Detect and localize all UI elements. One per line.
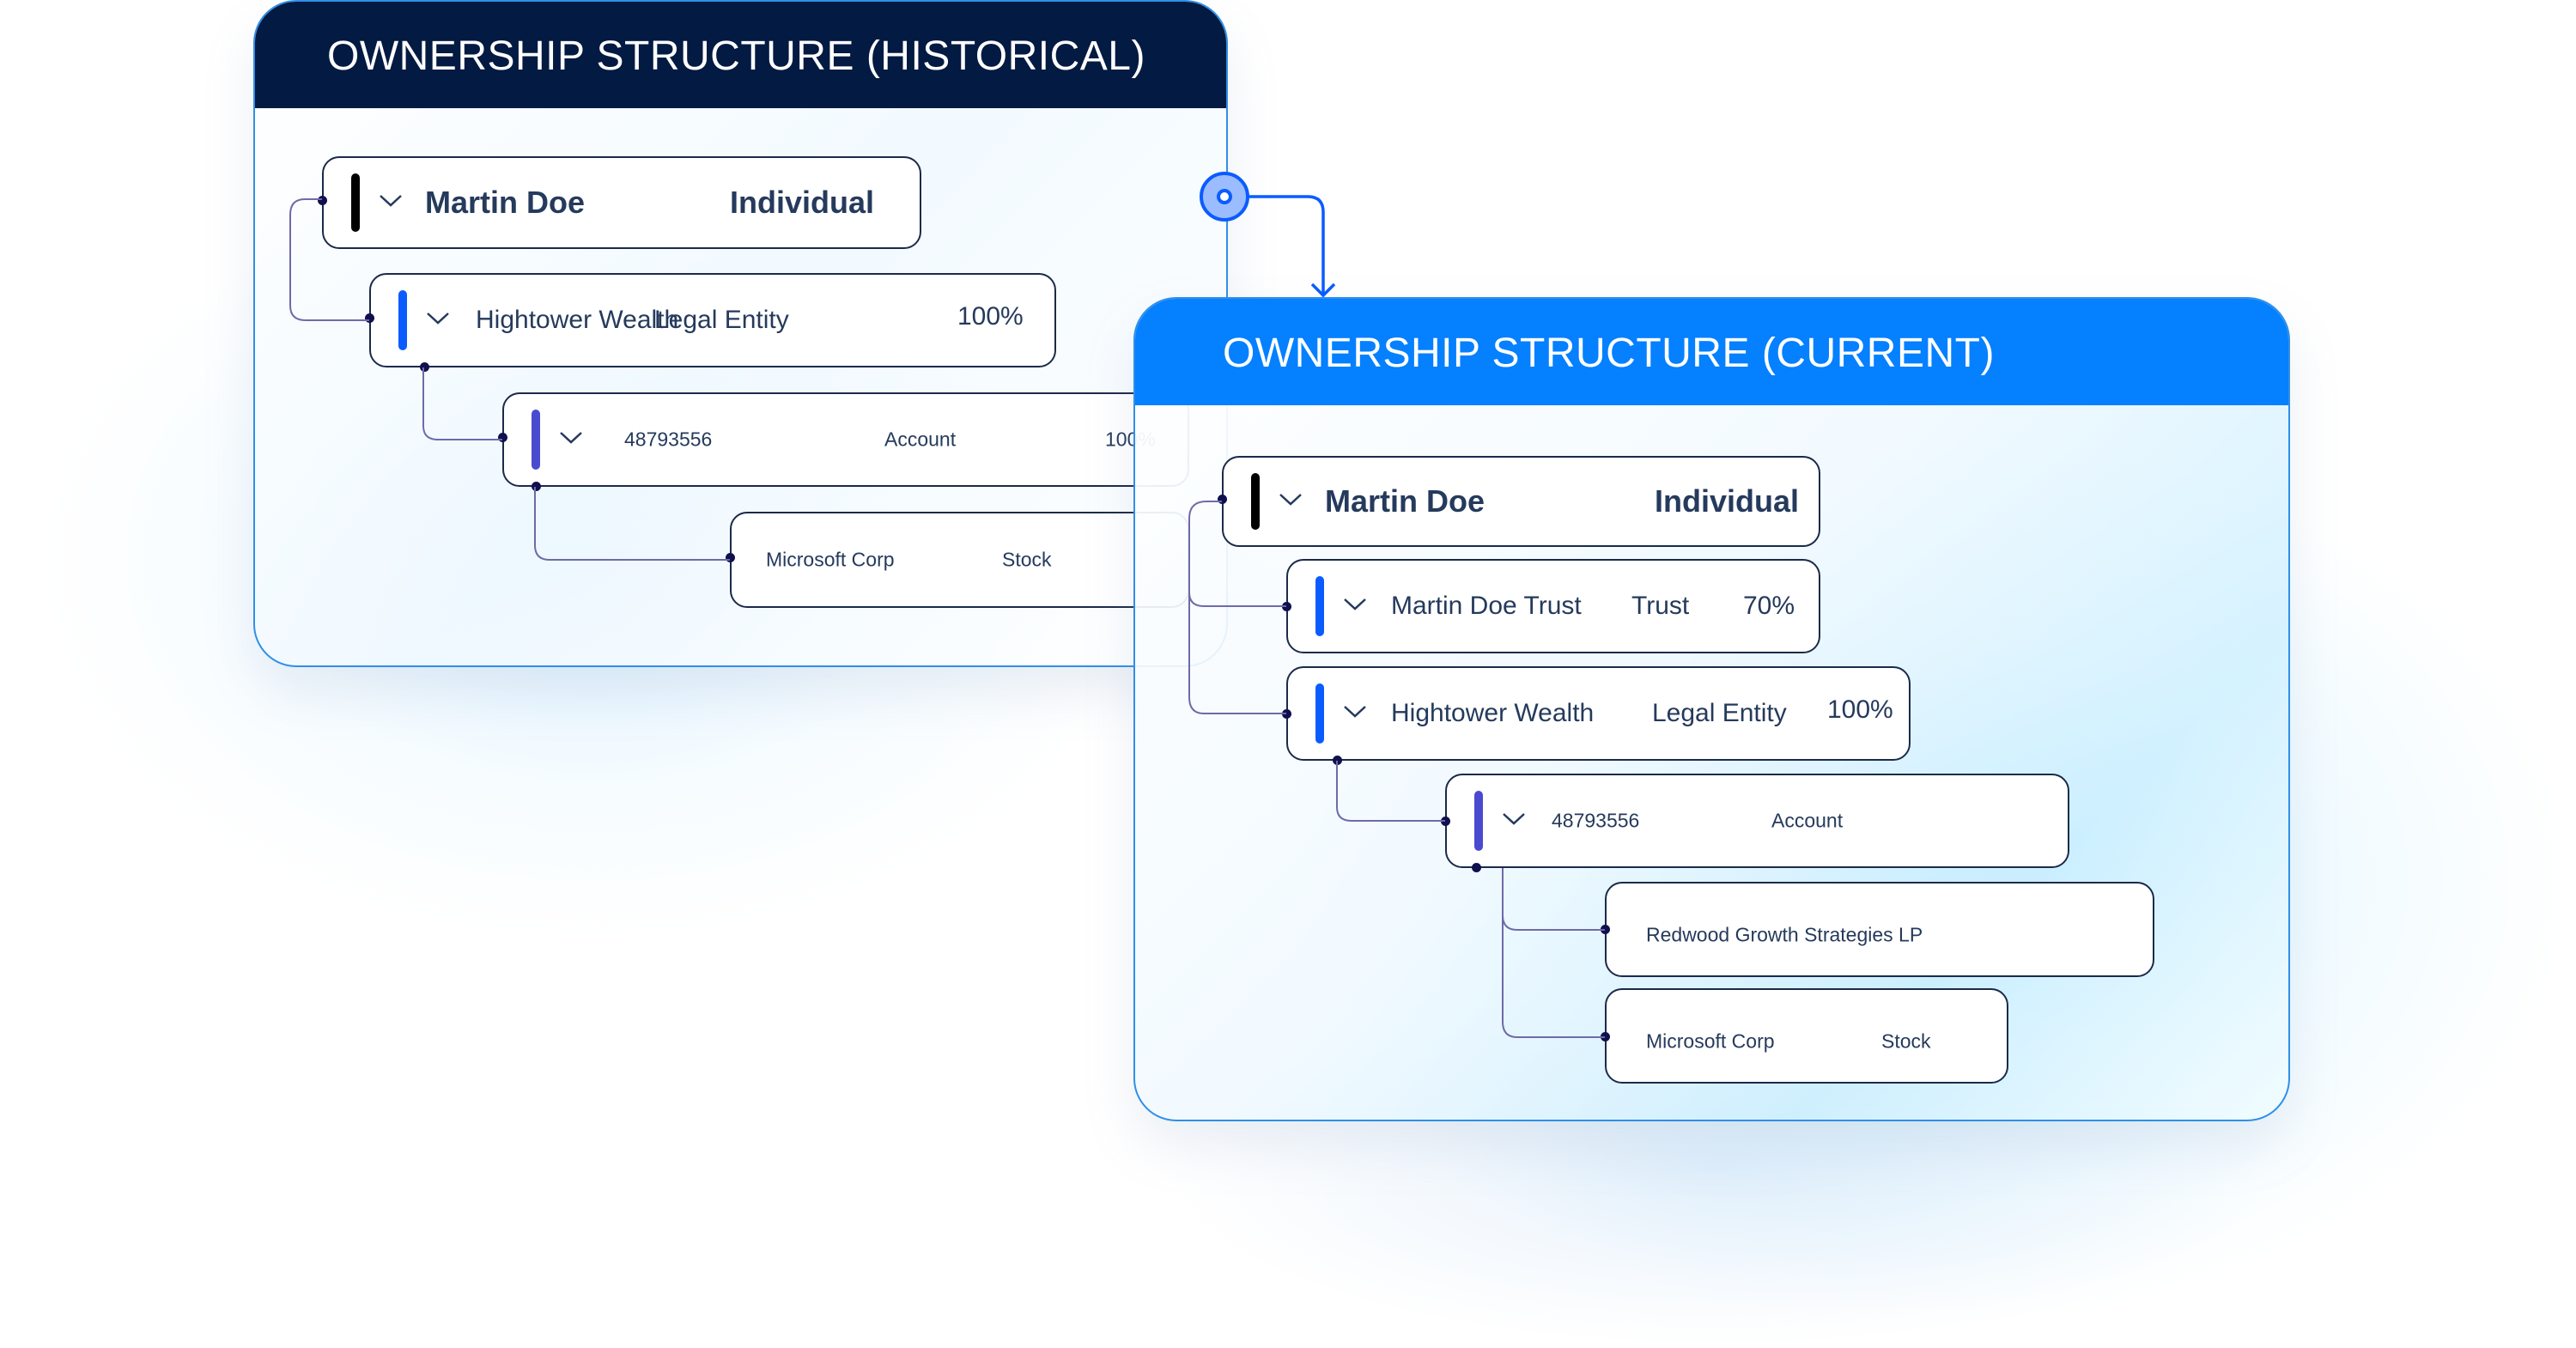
current-panel-header: OWNERSHIP STRUCTURE (CURRENT) (1135, 299, 2288, 405)
node-type: Stock (1881, 1029, 1931, 1052)
node-name: Hightower Wealth (476, 306, 679, 334)
node-name: Microsoft Corp (1646, 1029, 1775, 1052)
node-type: Account (884, 428, 957, 451)
chevron-down-icon[interactable] (424, 310, 452, 327)
hist-node-microsoft-corp[interactable]: Microsoft Corp Stock (726, 512, 1189, 608)
account-type-bar (532, 410, 540, 470)
node-name: Martin Doe Trust (1391, 592, 1582, 620)
connector-dot (365, 313, 374, 323)
connector-dot (1218, 495, 1227, 504)
entity-type-bar (1315, 683, 1324, 744)
node-percent: 100% (1827, 695, 1893, 724)
hist-node-hightower-wealth[interactable]: Hightower Wealth Legal Entity 100% (365, 273, 1056, 372)
connector-dot (726, 553, 735, 562)
arrow-line (1233, 195, 1325, 295)
node-name: Hightower Wealth (1391, 699, 1595, 727)
connector-dot (1333, 756, 1342, 765)
node-percent: 100% (957, 302, 1024, 331)
node-type: Stock (1002, 548, 1052, 571)
connector-dot (532, 482, 541, 491)
chevron-down-icon[interactable] (1341, 596, 1369, 613)
entity-type-bar (398, 290, 407, 350)
chevron-down-icon[interactable] (1500, 811, 1528, 828)
historical-panel-title: OWNERSHIP STRUCTURE (HISTORICAL) (327, 33, 1145, 79)
node-type: Individual (1655, 483, 1800, 519)
curr-node-redwood-growth[interactable]: Redwood Growth Strategies LP (1601, 882, 2154, 977)
connector-dot (498, 433, 507, 442)
entity-type-bar (1315, 576, 1324, 636)
individual-type-bar (1251, 473, 1260, 530)
chevron-down-icon[interactable] (1277, 491, 1304, 508)
curr-node-account-48793556[interactable]: 48793556 Account (1441, 774, 2069, 872)
historical-panel-header: OWNERSHIP STRUCTURE (HISTORICAL) (255, 2, 1226, 108)
curr-node-microsoft-corp[interactable]: Microsoft Corp Stock (1601, 988, 2008, 1084)
connector-dot (1472, 863, 1481, 872)
node-name: 48793556 (624, 428, 713, 451)
hist-node-martin-doe[interactable]: Martin Doe Individual (318, 156, 921, 249)
chevron-down-icon[interactable] (1341, 703, 1369, 720)
connector-dot (1441, 817, 1450, 826)
connector-dot (1601, 1032, 1610, 1041)
node-name: Redwood Growth Strategies LP (1646, 923, 1923, 945)
node-name: Martin Doe (1325, 483, 1485, 519)
curr-node-hightower-wealth[interactable]: Hightower Wealth Legal Entity 100% (1282, 666, 1911, 765)
connector-dot (1601, 925, 1610, 934)
node-type: Trust (1631, 592, 1690, 620)
node-type: Legal Entity (1652, 699, 1787, 727)
node-percent: 70% (1743, 592, 1795, 620)
chevron-down-icon[interactable] (377, 192, 404, 209)
node-type: Individual (730, 185, 875, 220)
individual-type-bar (351, 173, 360, 232)
node-type: Legal Entity (654, 306, 789, 334)
curr-node-martin-doe[interactable]: Martin Doe Individual (1218, 456, 1820, 547)
node-name: Martin Doe (425, 185, 586, 220)
node-name: Microsoft Corp (766, 548, 895, 571)
node-type: Account (1771, 809, 1844, 832)
connector-dot (1282, 602, 1291, 611)
hist-node-account-48793556[interactable]: 48793556 Account 100% (498, 392, 1189, 491)
curr-node-martin-doe-trust[interactable]: Martin Doe Trust Trust 70% (1282, 559, 1820, 653)
arrow-down-icon (1310, 282, 1336, 298)
connector-dot (1282, 709, 1291, 719)
account-type-bar (1474, 791, 1483, 851)
node-name: 48793556 (1552, 809, 1640, 832)
connector-dot (420, 362, 429, 372)
current-panel-title: OWNERSHIP STRUCTURE (CURRENT) (1223, 331, 1995, 376)
chevron-down-icon[interactable] (557, 429, 585, 446)
connector-dot (318, 196, 327, 205)
